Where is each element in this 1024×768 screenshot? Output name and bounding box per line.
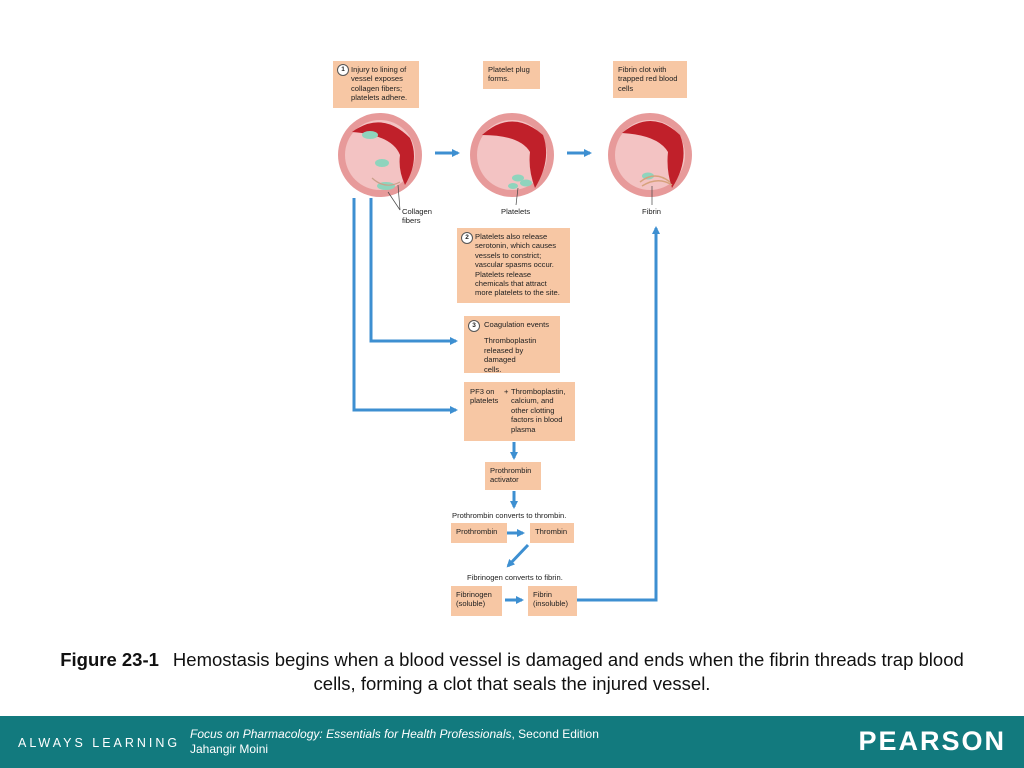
prothrombin-converts-label: Prothrombin converts to thrombin.: [452, 511, 567, 520]
book-author: Jahangir Moini: [190, 742, 269, 756]
platelet-icon: [508, 183, 518, 189]
step-number-badge: 2: [461, 232, 473, 244]
prothrombin-text: Prothrombin: [456, 527, 498, 536]
platelets-label: Platelets: [501, 207, 531, 216]
step3-box: 3 Coagulation events Thromboplastin rele…: [464, 316, 560, 374]
hemostasis-diagram: [338, 113, 692, 604]
collagen-label: Collagen fibers: [402, 207, 432, 226]
footer-tagline: ALWAYS LEARNING: [18, 736, 181, 750]
fibrin-text: Fibrin (insoluble): [533, 590, 569, 609]
platelet-icon: [362, 131, 378, 139]
pf3-box: PF3 on platelets + Thromboplastin, calci…: [464, 382, 575, 441]
book-info: Focus on Pharmacology: Essentials for He…: [190, 727, 599, 757]
fibrinogen-text: Fibrinogen (soluble): [456, 590, 492, 609]
step2-text: Platelets also release serotonin, which …: [475, 232, 560, 298]
figure-number: Figure 23-1: [60, 649, 159, 670]
step-number-badge: 3: [468, 320, 480, 332]
arrow-icon: [577, 226, 660, 602]
arrow-icon: [506, 543, 530, 568]
publisher-logo: PEARSON: [858, 726, 1006, 756]
arrow-icon: [369, 198, 458, 345]
platelet-icon: [512, 174, 524, 182]
vessel-fibrin-clot: [608, 113, 692, 197]
plus-sign: +: [504, 387, 509, 396]
arrow-icon: [352, 198, 458, 414]
book-title: Focus on Pharmacology: Essentials for He…: [190, 727, 512, 741]
platelet-icon: [642, 172, 654, 180]
fibrin-clot-text: Fibrin clot with trapped red blood cells: [618, 65, 678, 93]
fibrin-label: Fibrin: [642, 207, 661, 216]
fibrinogen-box: Fibrinogen (soluble): [451, 586, 502, 616]
step-number-badge: 1: [337, 64, 349, 76]
fibrin-clot-box: Fibrin clot with trapped red blood cells: [613, 61, 687, 98]
prothrombin-activator-text: Prothrombin activator: [490, 466, 532, 485]
step2-box: 2 Platelets also release serotonin, whic…: [457, 228, 570, 303]
pf3-text: PF3 on platelets: [470, 387, 499, 406]
platelet-icon: [520, 179, 532, 187]
book-edition: , Second Edition: [511, 727, 599, 741]
platelet-icon: [375, 159, 389, 167]
platelet-plug-text: Platelet plug forms.: [488, 65, 530, 84]
footer-bar: ALWAYS LEARNING Focus on Pharmacology: E…: [0, 716, 1024, 768]
fibrin-threads-icon: [639, 175, 673, 187]
vessel-injured: [338, 113, 422, 197]
step3-title: Coagulation events: [484, 320, 550, 329]
clotting-factors-text: Thromboplastin, calcium, and other clott…: [511, 387, 566, 434]
platelet-plug-box: Platelet plug forms.: [483, 61, 540, 89]
caption-text: Hemostasis begins when a blood vessel is…: [172, 649, 964, 694]
fibrin-box: Fibrin (insoluble): [528, 586, 577, 616]
fibrinogen-converts-label: Fibrinogen converts to fibrin.: [467, 573, 563, 582]
thrombin-box: Thrombin: [530, 523, 574, 543]
step1-box: 1 Injury to lining of vessel exposes col…: [333, 61, 419, 108]
step3-text: Thromboplastin released by damaged cells…: [484, 336, 537, 374]
prothrombin-box: Prothrombin: [451, 523, 507, 543]
step1-text: Injury to lining of vessel exposes colla…: [351, 65, 408, 103]
figure-caption: Figure 23-1 Hemostasis begins when a bloo…: [40, 648, 984, 696]
prothrombin-activator-box: Prothrombin activator: [485, 462, 541, 490]
vessel-platelet-plug: [470, 113, 554, 197]
thrombin-text: Thrombin: [535, 527, 568, 536]
